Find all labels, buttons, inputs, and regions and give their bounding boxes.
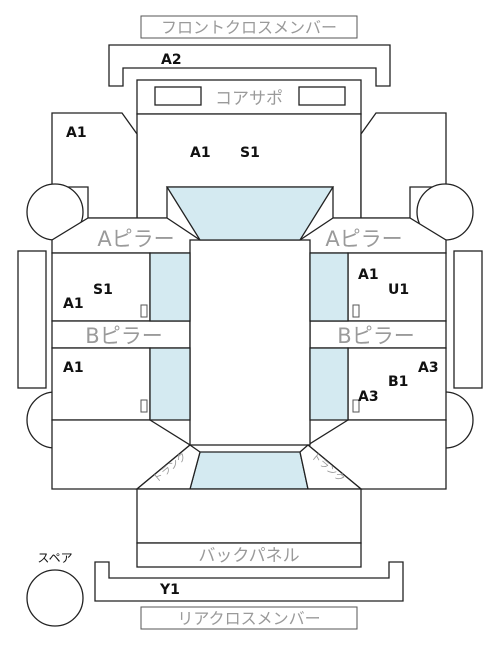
- b-pillar-right-label: Bピラー: [337, 324, 414, 348]
- code-front-left-door-2: A1: [63, 296, 84, 312]
- front-cross-member-label: フロントクロスメンバー: [161, 18, 337, 37]
- front-left-window[interactable]: [149, 252, 191, 322]
- right-side-panel[interactable]: [453, 250, 483, 389]
- left-side-panel[interactable]: [17, 250, 47, 389]
- trunk-lid[interactable]: [136, 488, 362, 544]
- code-front-right-door-2: U1: [388, 282, 409, 298]
- code-front-cross: A2: [161, 52, 182, 68]
- spare-tire[interactable]: [26, 569, 84, 627]
- rear-left-door-handle: [140, 399, 148, 413]
- front-cross-member-box: [140, 15, 358, 39]
- code-rear-right-2: B1: [388, 374, 408, 390]
- back-panel[interactable]: [136, 542, 362, 568]
- rear-left-window[interactable]: [149, 347, 191, 421]
- front-right-door-handle: [352, 304, 360, 318]
- code-rear-right-1: A3: [418, 360, 439, 376]
- rear-right-door[interactable]: [347, 347, 447, 421]
- front-left-door[interactable]: [51, 252, 151, 322]
- b-pillar-left[interactable]: [51, 320, 191, 349]
- a-pillar-right-label: Aピラー: [325, 227, 402, 251]
- rear-right-window[interactable]: [309, 347, 349, 421]
- front-right-window[interactable]: [309, 252, 349, 322]
- core-support-left-lamp: [154, 86, 202, 106]
- code-front-left-door-1: S1: [93, 282, 113, 298]
- rear-left-door[interactable]: [51, 347, 151, 421]
- front-cross-member[interactable]: [108, 44, 391, 87]
- rear-cross-member-label: リアクロスメンバー: [177, 609, 320, 628]
- code-hood-1: A1: [190, 145, 211, 161]
- code-rear-left-door: A1: [63, 360, 84, 376]
- a-pillar-left-label: Aピラー: [97, 227, 174, 251]
- code-rear-right-3: A3: [358, 389, 379, 405]
- rear-cross-member[interactable]: [94, 561, 404, 602]
- rear-right-quarter[interactable]: [306, 419, 447, 490]
- rear-cross-member-box: [140, 606, 358, 630]
- windshield[interactable]: [165, 186, 335, 241]
- code-rear-cross: Y1: [159, 582, 180, 598]
- front-right-fender[interactable]: [360, 112, 447, 219]
- code-front-right-door-1: A1: [358, 267, 379, 283]
- core-support-label: コアサポ: [215, 89, 283, 109]
- front-left-door-handle: [140, 304, 148, 318]
- spare-label: スペア: [37, 551, 72, 565]
- code-hood-2: S1: [240, 145, 260, 161]
- rear-glass[interactable]: [189, 451, 309, 490]
- b-pillar-left-label: Bピラー: [85, 324, 162, 348]
- roof[interactable]: [189, 239, 311, 446]
- code-front-left-fender: A1: [66, 125, 87, 141]
- core-support-right-lamp: [298, 86, 346, 106]
- back-panel-label: バックパネル: [198, 546, 299, 566]
- rear-right-door-handle: [352, 399, 360, 413]
